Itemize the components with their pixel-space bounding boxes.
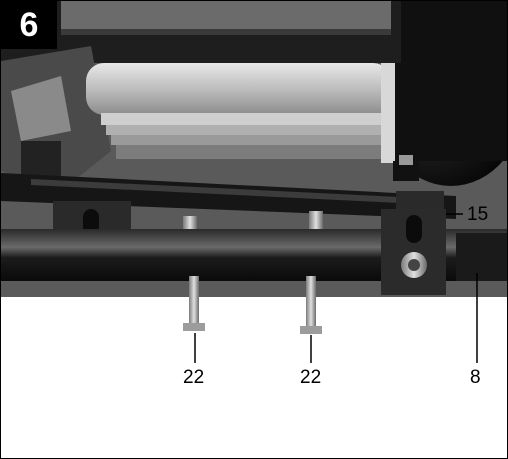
callout-22-right: 22 <box>300 367 322 388</box>
figure-number-badge: 6 <box>1 1 57 49</box>
callout-22-left: 22 <box>183 367 205 388</box>
callout-15: 15 <box>467 204 489 225</box>
aluminium-extrusion <box>86 63 391 115</box>
callout-8: 8 <box>470 367 481 388</box>
